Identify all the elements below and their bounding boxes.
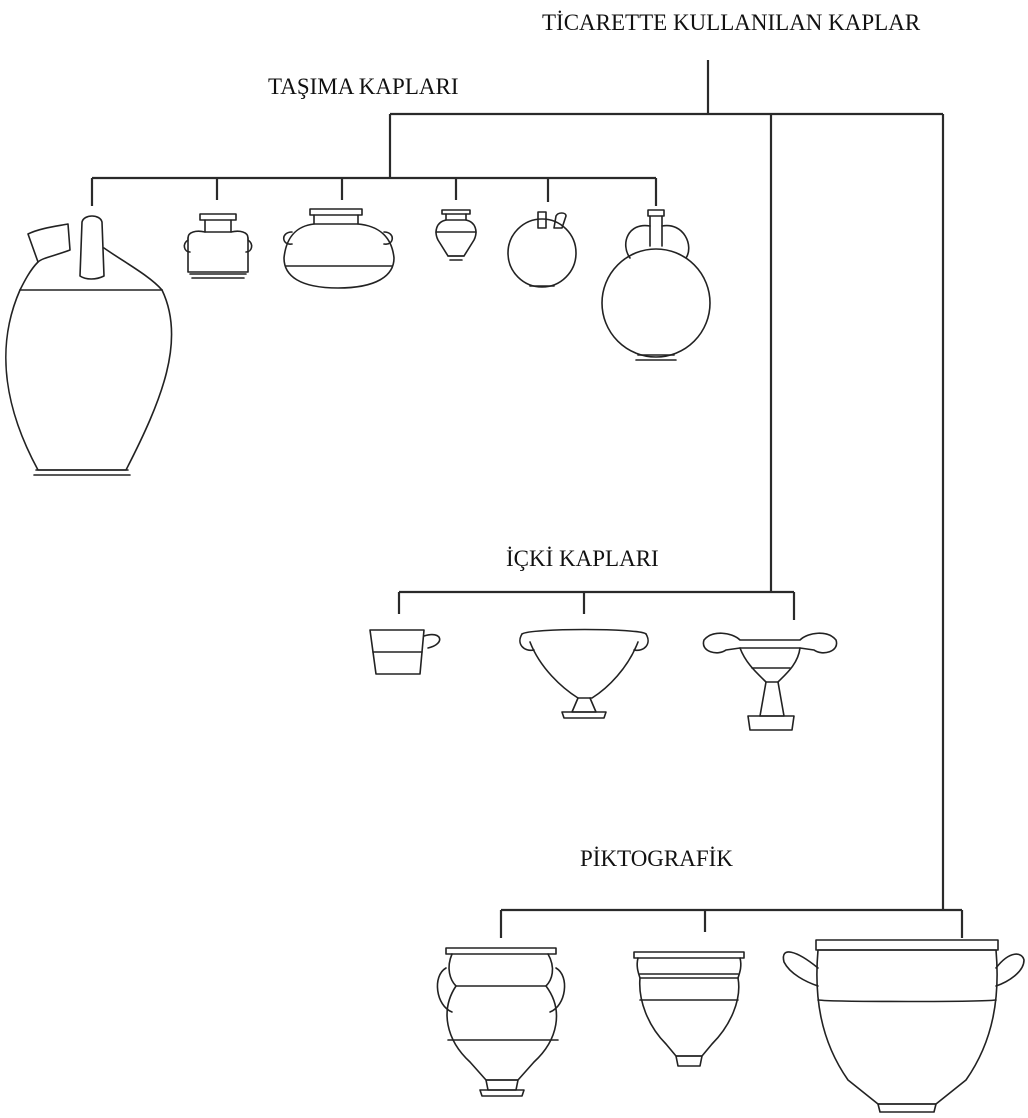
small-jar-vessel [435,209,477,261]
krater-vessel [633,951,745,1067]
low-jar-vessel [183,213,253,279]
flask-vessel [601,209,711,361]
wide-jar-vessel [282,208,395,289]
large-krater-vessel [782,939,1025,1113]
piktografik-drops [499,910,964,938]
amphora-krater-vessel [436,947,566,1097]
round-jug-vessel [507,211,577,288]
root-label: TİCARETTE KULLANILAN KAPLAR [542,10,921,35]
large-amphora-vessel [5,215,173,476]
group-label-piktografik: PİKTOGRAFİK [580,846,733,871]
cup-vessel [369,629,441,675]
icki-drops [397,592,796,620]
group-label-icki: İÇKİ KAPLARI [506,546,659,571]
high-kylix-vessel [702,632,838,731]
tree-connectors [90,60,964,938]
group-label-tasima: TAŞIMA KAPLARI [268,74,458,99]
kylix-vessel [519,628,649,719]
tasima-drops [90,178,658,206]
